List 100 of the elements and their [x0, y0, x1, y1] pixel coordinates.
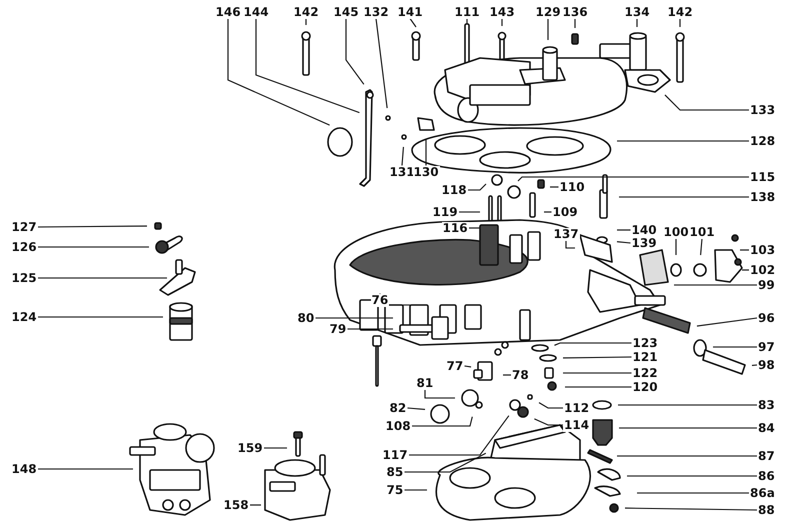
callout-number: 142	[666, 6, 694, 18]
leader-line	[619, 427, 757, 429]
callout-number: 120	[632, 380, 659, 394]
callout-number: 119	[432, 206, 459, 218]
leader-line	[617, 229, 630, 231]
leader-line	[424, 390, 455, 399]
callout-number: 139	[630, 236, 658, 250]
callout-number: 141	[396, 6, 424, 18]
leader-line	[637, 492, 749, 494]
callout-number: 125	[10, 272, 38, 284]
callout-number: 123	[632, 336, 659, 350]
leader-line	[664, 94, 749, 111]
callout-number: 87	[757, 450, 776, 462]
callout-number: 80	[296, 312, 316, 324]
leader-line	[619, 196, 749, 198]
callout-number: 114	[563, 418, 590, 432]
callout-number: 83	[757, 398, 776, 412]
leader-line	[375, 18, 388, 108]
leader-line	[255, 18, 360, 114]
callout-number: 109	[552, 206, 579, 218]
callout-number: 100	[662, 226, 690, 238]
callout-number: 81	[416, 376, 434, 390]
leader-line	[547, 18, 549, 40]
leader-line	[713, 346, 757, 348]
callout-number: 159	[236, 442, 264, 454]
callout-number: 85	[386, 466, 404, 478]
callout-number: 138	[749, 190, 776, 204]
callout-number: 86	[757, 470, 776, 482]
callout-number: 142	[292, 6, 320, 18]
leader-line	[316, 317, 393, 319]
leader-line	[617, 455, 757, 457]
callout-number: 134	[624, 6, 651, 18]
callout-number: 122	[632, 366, 659, 380]
leader-line	[563, 356, 632, 358]
callout-number: 84	[757, 422, 776, 434]
callout-number: 130	[412, 166, 440, 178]
leader-line	[503, 374, 511, 376]
callout-number: 136	[562, 6, 589, 18]
leader-line	[574, 18, 576, 28]
leader-line	[518, 176, 749, 182]
leader-line	[408, 415, 510, 456]
leader-line	[550, 186, 558, 188]
callout-number: 88	[757, 504, 776, 516]
leader-line	[616, 241, 631, 244]
leader-line	[412, 416, 473, 427]
leader-line	[404, 452, 486, 473]
leader-line	[468, 184, 486, 191]
leader-line	[468, 227, 480, 229]
leader-line	[38, 226, 147, 228]
leader-line	[544, 211, 552, 213]
callout-number: 124	[10, 310, 38, 324]
leader-line	[696, 317, 758, 327]
callout-number: 126	[10, 240, 38, 254]
leader-line	[565, 240, 575, 249]
callout-number: 143	[488, 6, 516, 18]
leader-line	[345, 18, 364, 85]
leader-line	[38, 468, 133, 470]
leader-line	[563, 372, 632, 374]
callout-number: 128	[749, 134, 776, 148]
callout-number: 98	[757, 358, 776, 372]
callout-number: 79	[328, 322, 348, 336]
leader-line	[348, 328, 393, 330]
callout-number: 110	[558, 180, 586, 194]
callout-number: 144	[242, 6, 270, 18]
leader-line	[250, 504, 261, 506]
leader-line	[464, 365, 472, 368]
callout-number: 75	[386, 484, 404, 496]
callout-number: 99	[757, 278, 776, 292]
callout-number: 158	[222, 498, 250, 512]
callout-number: 118	[440, 184, 468, 196]
leader-line	[625, 508, 757, 511]
callout-number: 137	[552, 228, 580, 240]
leader-line	[401, 146, 404, 166]
leader-line	[740, 249, 749, 251]
callout-number: 146	[214, 6, 242, 18]
callout-number: 102	[749, 264, 776, 276]
leader-line	[742, 269, 749, 271]
leader-line	[264, 447, 287, 449]
leader-line	[700, 238, 703, 256]
leader-line	[674, 284, 757, 286]
leader-line	[38, 277, 167, 279]
leader-line	[675, 238, 677, 255]
callout-number: 121	[632, 350, 659, 364]
leader-line	[410, 18, 416, 28]
leader-line	[752, 364, 758, 366]
callout-number: 132	[362, 6, 390, 18]
leader-line	[425, 139, 427, 166]
callout-number: 96	[757, 312, 776, 324]
callout-number: 140	[630, 224, 658, 236]
leader-line	[538, 402, 563, 409]
leader-line	[404, 489, 427, 491]
leader-line	[554, 342, 632, 346]
callout-number: 133	[749, 104, 776, 116]
callout-number: 78	[511, 368, 530, 382]
callout-number: 103	[749, 244, 776, 256]
callout-number: 148	[10, 462, 38, 476]
callout-number: 131	[388, 166, 416, 178]
callout-number: 108	[384, 420, 412, 432]
callout-number: 101	[688, 226, 716, 238]
callout-number: 77	[446, 360, 464, 372]
